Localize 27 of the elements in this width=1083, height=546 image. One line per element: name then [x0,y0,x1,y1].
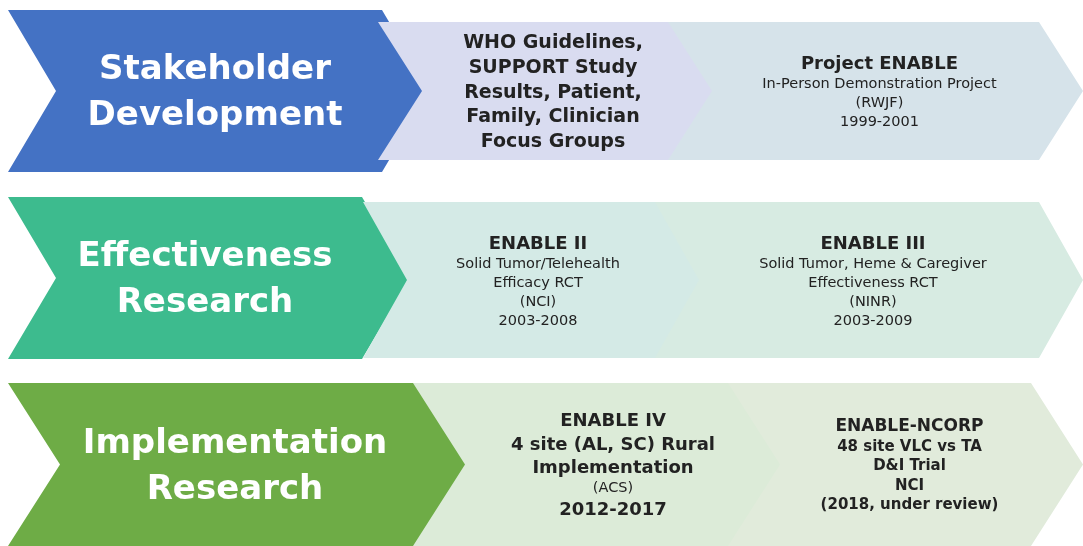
project-detail: Efficacy RCT [493,272,583,292]
project-detail: NCI [894,475,925,496]
project-detail: 48 site VLC vs TA [837,436,982,457]
project-detail: WHO Guidelines, SUPPORT Study Results, Patient, Family, Clinician Focus Groups [462,29,644,153]
project-detail: 1999-2001 [839,112,919,131]
project-title: ENABLE-NCORP [835,414,984,437]
project-detail: 2003-2008 [498,310,578,330]
stage-title: Implementation Research [81,419,389,509]
project-detail: (NINR) [849,291,897,311]
project-detail: (ACS) [592,478,634,498]
project-detail: Solid Tumor/Telehealth [456,254,620,273]
project-title: ENABLE IV [560,408,666,432]
project-detail: (NCI) [519,291,557,311]
project-detail: (2018, under review) [820,495,999,515]
project-title: ENABLE III [820,230,926,254]
stage-title: Effectiveness Research [76,233,334,322]
project-title: ENABLE II [488,230,588,254]
project-detail: (RWJF) [855,93,904,113]
project-detail: D&I Trial [873,456,946,476]
project-title: Project ENABLE [800,51,959,75]
project-detail: 2012-2017 [559,497,667,521]
project-detail: 4 site (AL, SC) Rural Implementation [510,431,716,479]
project-detail: Effectiveness RCT [808,272,938,292]
project-detail: 2003-2009 [833,310,913,330]
project-detail: Solid Tumor, Heme & Caregiver [759,254,987,273]
project-detail: In-Person Demonstration Project [762,74,997,94]
stage-title: Stakeholder Development [86,46,344,135]
